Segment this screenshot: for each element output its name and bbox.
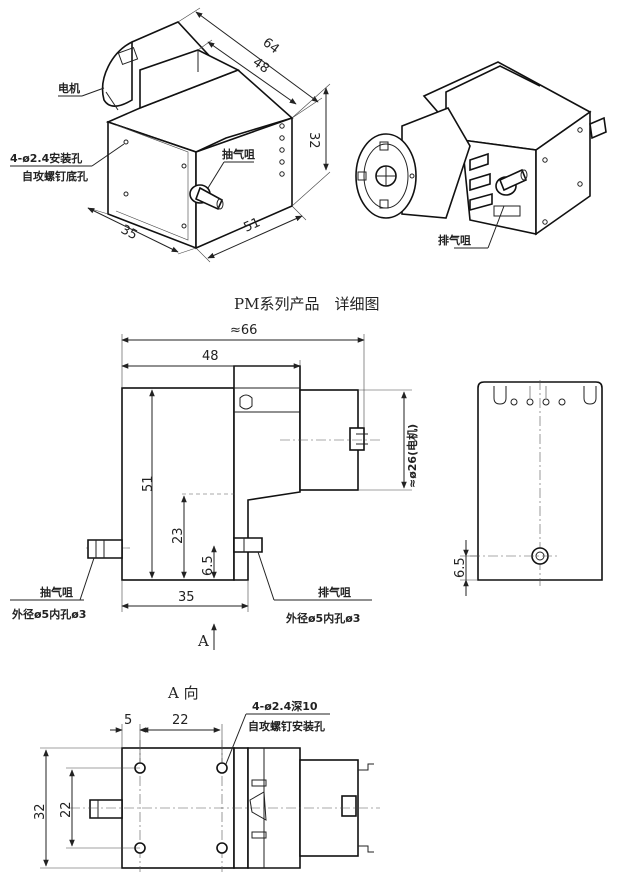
label-mount-holes: 4-ø2.4安装孔 — [10, 151, 82, 165]
iso-right-fins — [469, 152, 493, 212]
dim-front-motor-dia: ≈ø26(电机) — [358, 389, 419, 491]
dim-front-23: 23 — [171, 495, 187, 579]
dim-front-51: 51 — [141, 389, 156, 579]
label-a-holes-depth: 4-ø2.4深10 — [252, 699, 318, 713]
label-front-outlet-spec: 外径ø5内孔ø3 — [285, 611, 360, 625]
dim-a-22-top: 22 — [141, 713, 223, 762]
dim-iso-51-text: 51 — [242, 215, 263, 235]
a-view-caption: A 向 — [167, 684, 199, 702]
side-port-holes — [510, 398, 566, 406]
dim-a-22-top-text: 22 — [172, 713, 189, 728]
dim-iso-51: 51 — [195, 205, 307, 263]
dim-front-6-5-text: 6.5 — [201, 555, 216, 576]
iso-right-motor — [355, 107, 471, 219]
dim-front-48: 48 — [121, 349, 301, 369]
side-view: 6.5 — [453, 380, 603, 596]
front-outlet-label: 排气咀 外径ø5内孔ø3 — [257, 551, 372, 625]
iso-left-view: 64 48 32 35 51 — [10, 7, 331, 263]
label-motor: 电机 — [58, 81, 80, 95]
dim-front-66-text: ≈66 — [230, 323, 257, 338]
dim-front-35-text: 35 — [178, 590, 195, 605]
a-view: A 向 — [33, 684, 380, 872]
iso-right-view: 排气咀 — [355, 61, 607, 249]
dim-side-6-5: 6.5 — [453, 540, 478, 596]
view-marker-a-text: A — [197, 632, 209, 650]
dim-front-motor-dia-text: ≈ø26(电机) — [405, 424, 419, 488]
dim-side-6-5-text: 6.5 — [453, 557, 468, 578]
iso-left-inlet-nozzle — [189, 184, 224, 211]
iso-left-labels: 电机 4-ø2.4安装孔 自攻螺钉底孔 抽气咀 — [10, 81, 255, 189]
front-view: ≈66 48 51 23 6.5 35 — [10, 323, 419, 650]
label-inlet: 抽气咀 — [222, 147, 255, 161]
front-inlet-label: 抽气咀 外径ø5内孔ø3 — [10, 557, 95, 621]
iso-left-port-holes — [279, 123, 285, 177]
dim-iso-35: 35 — [87, 207, 197, 255]
dim-front-23-text: 23 — [171, 527, 186, 544]
dim-a-5-text: 5 — [124, 713, 132, 728]
dim-front-51-text: 51 — [141, 475, 156, 492]
dim-front-6-5: 6.5 — [201, 545, 217, 579]
dim-front-66: ≈66 — [121, 323, 365, 428]
dim-front-35: 35 — [121, 580, 249, 612]
label-front-outlet: 排气咀 — [318, 585, 351, 599]
dim-front-48-text: 48 — [202, 349, 219, 364]
a-view-hole-callout: 4-ø2.4深10 自攻螺钉安装孔 — [225, 699, 330, 765]
dim-iso-64-text: 64 — [260, 35, 282, 57]
label-front-inlet: 抽气咀 — [40, 585, 73, 599]
page-title: PM系列产品 详细图 — [234, 295, 379, 313]
view-marker-a: A — [197, 623, 217, 650]
dim-iso-35-text: 35 — [118, 222, 140, 243]
label-outlet-iso: 排气咀 — [438, 233, 471, 247]
label-front-inlet-spec: 外径ø5内孔ø3 — [11, 607, 86, 621]
dim-iso-32: 32 — [291, 83, 331, 207]
dim-a-22-left-text: 22 — [59, 801, 74, 818]
label-screw-holes: 自攻螺钉底孔 — [22, 169, 88, 183]
dim-a-32-text: 32 — [33, 803, 48, 820]
dim-a-32: 32 — [33, 747, 122, 869]
dim-iso-32-text: 32 — [306, 132, 321, 149]
dim-a-22-left: 22 — [59, 767, 140, 849]
iso-right-outlet-nozzle — [493, 168, 528, 217]
label-a-screw-holes: 自攻螺钉安装孔 — [248, 719, 325, 733]
